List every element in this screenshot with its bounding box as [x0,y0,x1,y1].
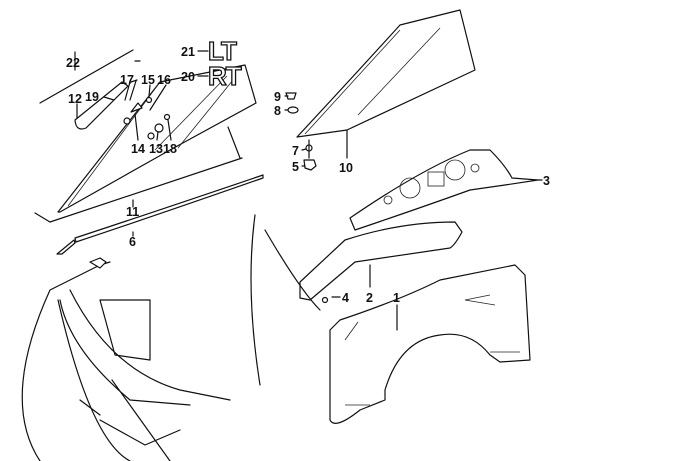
callout-15: 15 [141,73,155,87]
part-3-dash-panel [349,149,539,231]
callout-13: 13 [149,142,163,156]
callout-5: 5 [292,160,299,174]
callout-14: 14 [131,142,145,156]
callout-20: 20 [181,70,195,84]
callout-12: 12 [68,92,82,106]
callout-16: 16 [157,73,171,87]
emblem-rt: RT [208,61,242,91]
callout-21: 21 [181,45,195,59]
callout-6: 6 [129,235,136,249]
clips-13-18 [103,60,172,141]
emblem-lt: LT [208,36,237,66]
fasteners-5-9 [284,92,317,171]
part-12-trim [74,81,129,130]
callout-7: 7 [292,144,299,158]
callout-1: 1 [393,291,400,305]
group-bracket-22 [39,49,134,104]
callout-17: 17 [120,73,134,87]
callout-11: 11 [126,205,139,219]
callout-4: 4 [342,291,349,305]
callout-9: 9 [274,90,281,104]
part-6-seal [56,174,264,255]
callout-10: 10 [339,161,353,175]
part-1-panel [329,264,531,424]
part-10-quarter-window [296,9,476,138]
callout-19: 19 [85,90,99,104]
callout-8: 8 [274,104,281,118]
callout-18: 18 [163,142,177,156]
callout-labels: 22 12 19 17 15 16 14 13 18 11 6 21 20 9 … [66,45,550,305]
body-shell [21,214,321,461]
callout-3: 3 [543,174,550,188]
callout-22: 22 [66,56,80,70]
callout-2: 2 [366,291,373,305]
part-2-rail [299,221,463,301]
